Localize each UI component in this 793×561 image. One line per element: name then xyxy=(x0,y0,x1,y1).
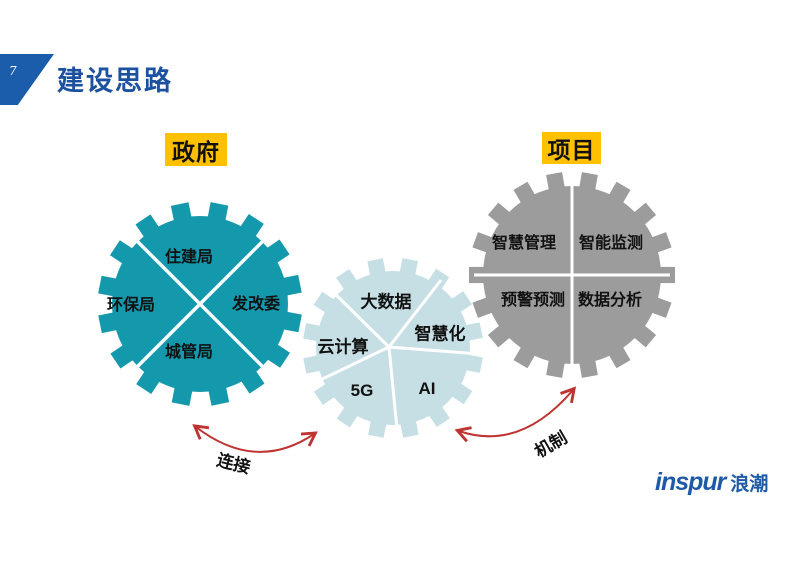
technology-gear-spoke-4 xyxy=(387,346,399,430)
gov-sector-urban: 城管局 xyxy=(164,344,214,361)
technology-gear-spoke-3 xyxy=(388,345,480,356)
project-gear xyxy=(469,172,675,378)
gov-sector-environment: 环保局 xyxy=(106,297,156,314)
government-gear-divider-2 xyxy=(127,231,273,377)
proj-quadrant-analysis: 数据分析 xyxy=(577,292,643,309)
inspur-logo-chinese: 浪潮 xyxy=(730,474,769,495)
proj-quadrant-monitoring: 智能监测 xyxy=(578,235,644,252)
mechanism-arrow xyxy=(454,386,577,443)
page-title: 建设思路 xyxy=(57,66,173,96)
tech-sector-cloud: 云计算 xyxy=(317,337,369,357)
tech-sector-ai: AI xyxy=(418,379,436,398)
connection-arrow xyxy=(192,424,318,453)
project-header-tag: 项目 xyxy=(542,132,601,164)
proj-quadrant-management: 智慧管理 xyxy=(491,235,557,252)
technology-gear-spoke-5 xyxy=(311,345,390,386)
government-gear xyxy=(98,202,302,406)
proj-quadrant-warning: 预警预测 xyxy=(500,292,566,309)
inspur-logo: inspur 浪潮 xyxy=(655,468,768,497)
gov-sector-housing: 住建局 xyxy=(164,249,214,266)
tech-sector-bigdata: 大数据 xyxy=(360,292,412,312)
page-number: 7 xyxy=(9,64,17,78)
government-header-tag: 政府 xyxy=(165,133,227,166)
tech-sector-intelligence: 智慧化 xyxy=(414,324,466,344)
inspur-logo-latin: inspur xyxy=(655,468,726,496)
gov-sector-development: 发改委 xyxy=(231,296,281,313)
technology-gear-spoke-1 xyxy=(321,280,391,349)
technology-gear-spoke-2 xyxy=(387,279,443,348)
tech-sector-5g: 5G xyxy=(350,381,374,400)
